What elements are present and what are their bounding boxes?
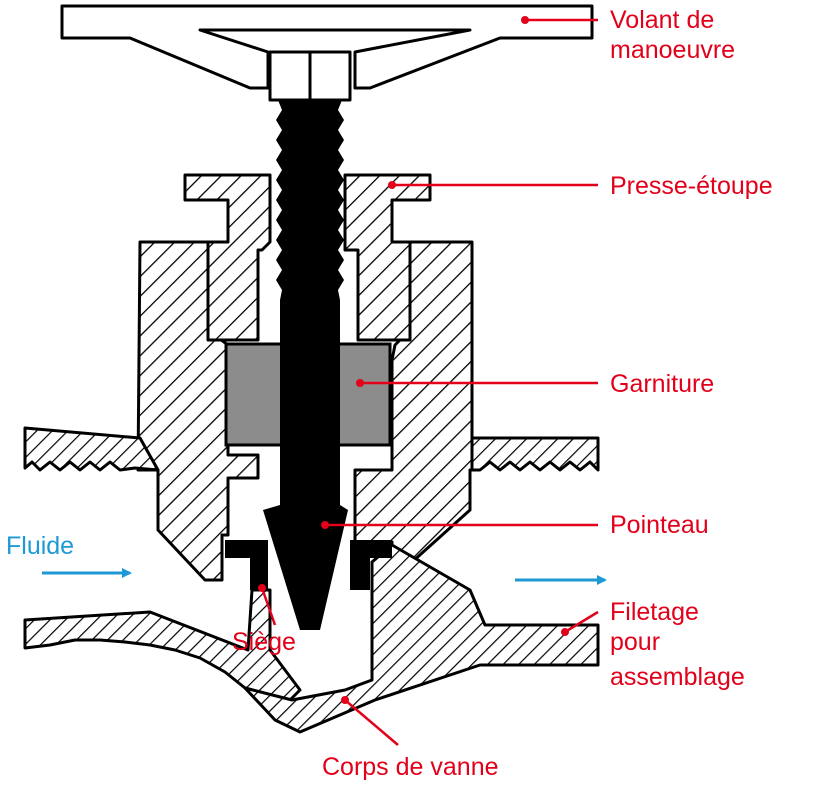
leader-body [344,699,399,746]
gland-left [183,173,272,342]
label-thread-line1: Filetage [610,598,699,626]
flange-right [470,436,600,472]
stem [263,100,348,630]
leader-thread-dot [561,628,569,636]
leader-packing-dot [356,379,364,387]
leader-seat-dot [258,584,266,592]
leader-gland-dot [388,181,396,189]
leader-seat [260,587,277,626]
seat-right [350,540,392,590]
label-handwheel-line2: manoeuvre [610,36,735,64]
body-right [243,543,600,734]
leader-needle-dot [321,521,329,529]
seat-left [225,540,268,590]
leader-handwheel-dot [521,16,529,24]
gland-right [343,173,432,342]
label-seat: Siège [232,628,296,656]
flange-left [23,426,160,472]
label-packing: Garniture [610,370,714,398]
handwheel [60,4,594,90]
label-handwheel-line1: Volant de [610,6,714,34]
label-needle: Pointeau [610,511,709,539]
label-thread-line2: pour [610,628,660,656]
label-body: Corps de vanne [322,753,499,781]
label-gland: Presse-étoupe [610,172,773,200]
label-thread-line3: assemblage [610,663,745,691]
leader-thread [564,610,599,634]
leader-body-dot [341,696,349,704]
label-fluid: Fluide [6,532,74,560]
